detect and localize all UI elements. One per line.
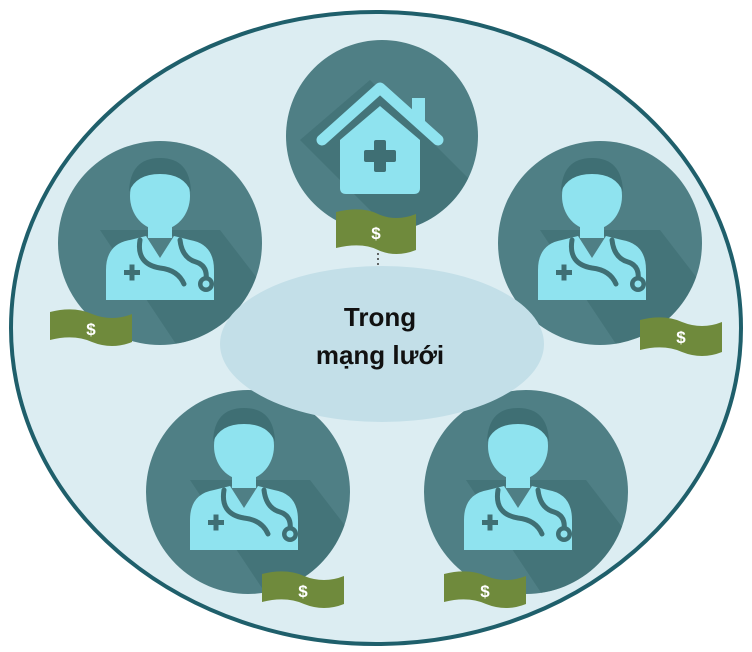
money-bill-doctor-top-right: $ (640, 317, 722, 356)
money-symbol: $ (298, 582, 308, 601)
network-node-doctor-bottom-right (424, 390, 628, 594)
money-bill-doctor-bottom-right: $ (444, 571, 526, 608)
center-label-line1: Trong (344, 302, 416, 332)
center-label-line2: mạng lưới (316, 340, 444, 370)
network-node-doctor-top-left (58, 141, 262, 345)
network-node-doctor-top-right (498, 141, 702, 345)
network-node-doctor-bottom-left (146, 390, 350, 594)
money-symbol: $ (371, 224, 381, 243)
house-plus-icon (316, 82, 444, 194)
money-bill-hospital: $ (336, 209, 416, 254)
network-center: Trong mạng lưới (220, 266, 544, 422)
money-bill-doctor-top-left: $ (50, 309, 132, 346)
money-symbol: $ (480, 582, 490, 601)
money-bill-doctor-bottom-left: $ (262, 571, 344, 608)
money-symbol: $ (86, 320, 96, 339)
money-symbol: $ (676, 328, 686, 347)
